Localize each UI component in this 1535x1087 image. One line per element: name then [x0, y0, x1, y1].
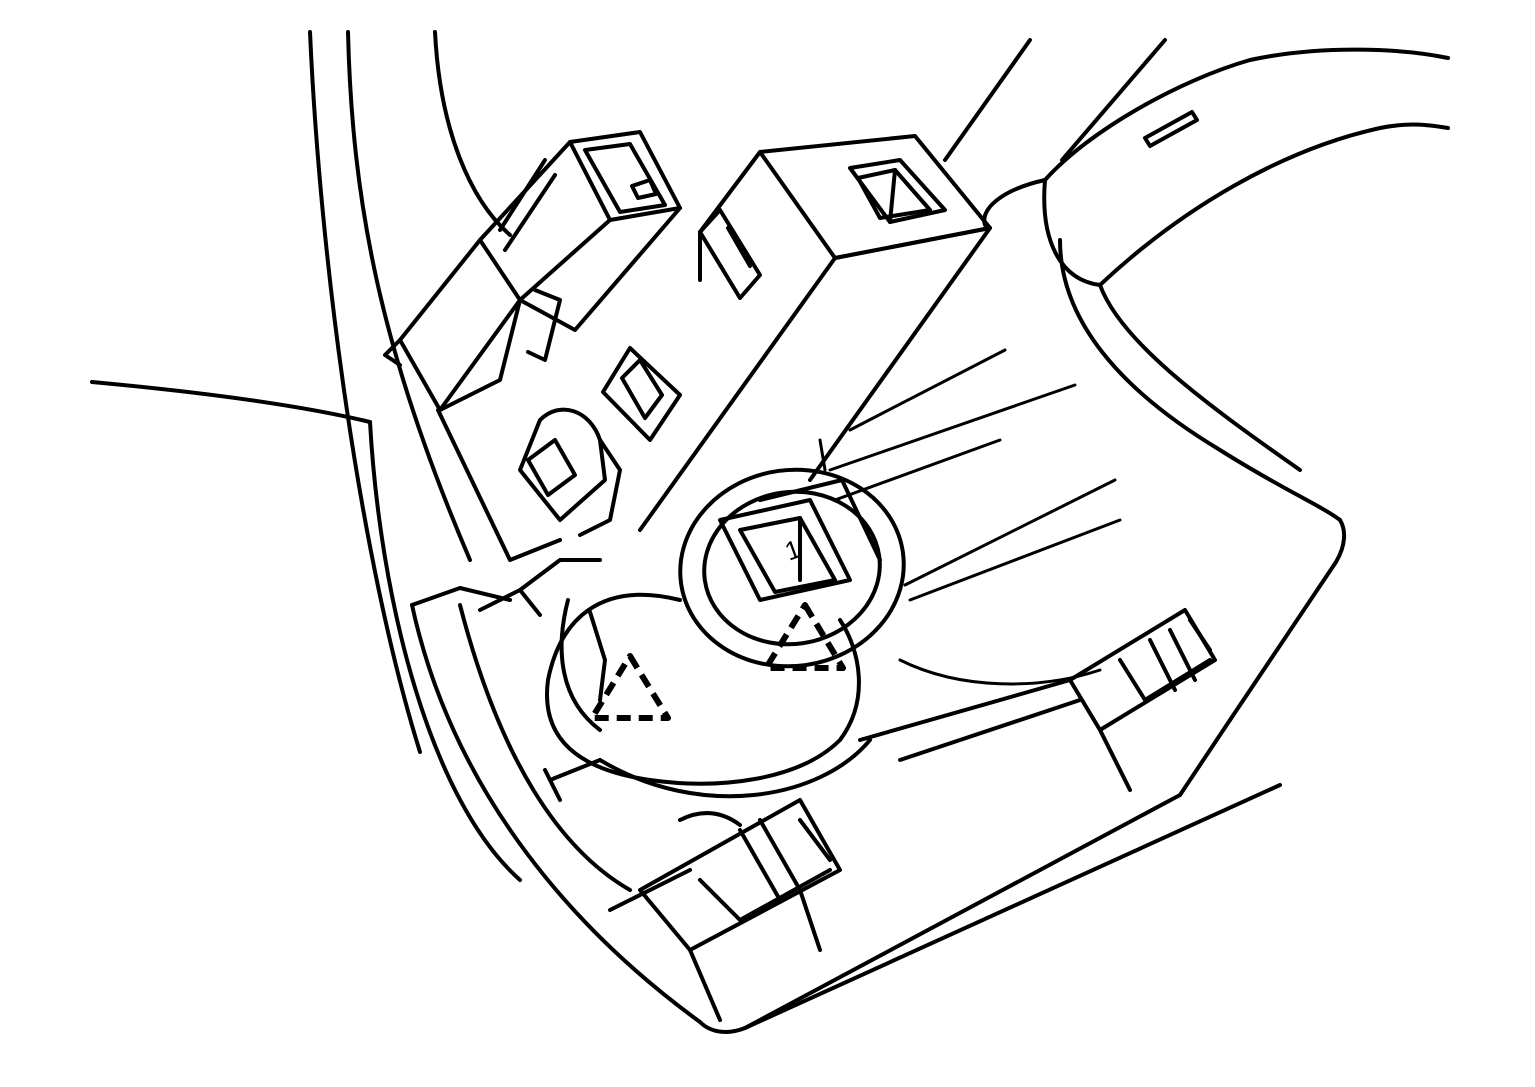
lock-tab — [436, 407, 622, 617]
electrical-connector — [383, 130, 682, 412]
upper-shroud — [943, 38, 1450, 522]
lock-cylinder-housing — [545, 467, 906, 799]
release-point-left — [589, 653, 671, 721]
bracket-ribs — [818, 348, 1122, 686]
switch-module-body — [601, 134, 992, 532]
lower-ribs — [543, 608, 1217, 1022]
release-point-markers — [589, 602, 846, 721]
release-point-right — [763, 602, 846, 671]
column-cover-housing — [90, 30, 1347, 1034]
